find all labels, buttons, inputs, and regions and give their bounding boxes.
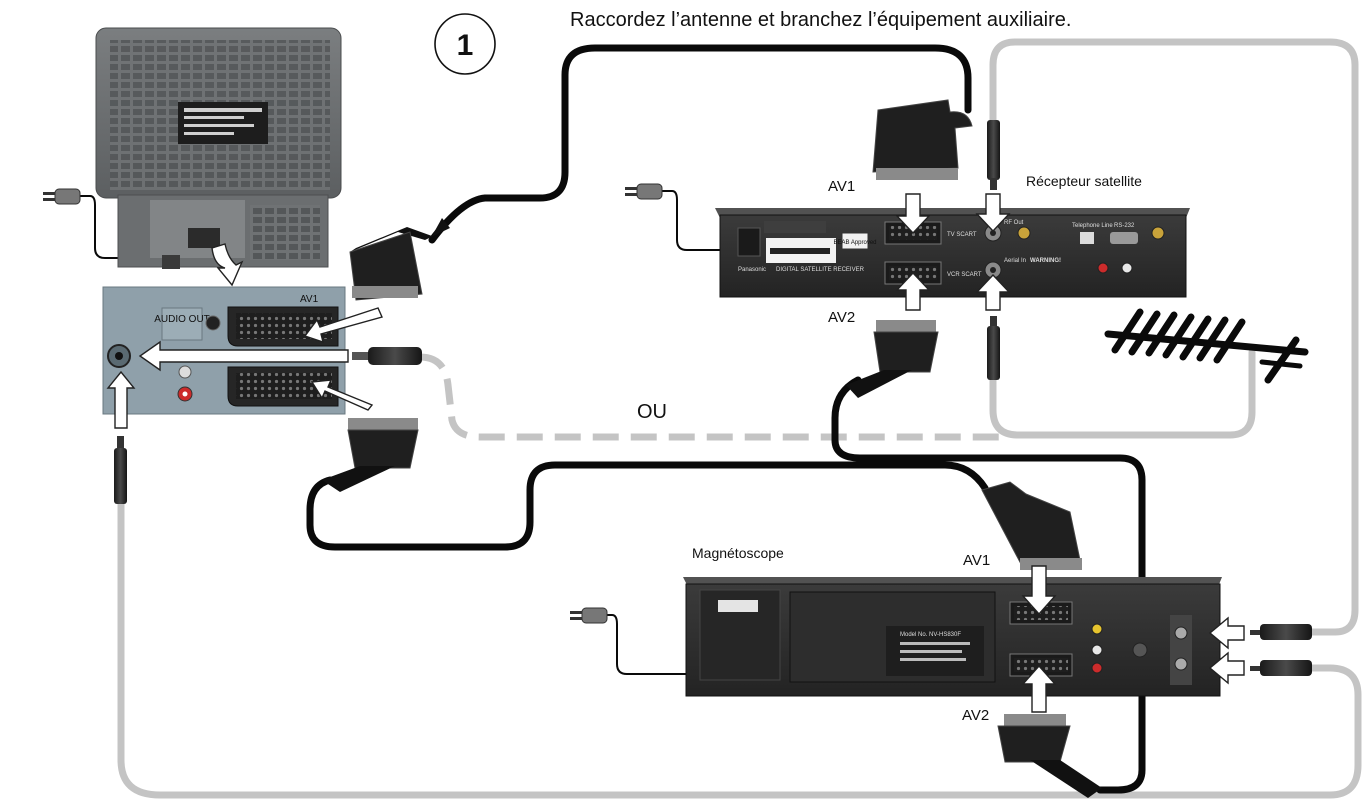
arrow-into-vcr-av2-icon <box>1021 664 1057 713</box>
tv-av1-panel-label: AV1 <box>300 294 319 305</box>
scart-plug-receiver-av2 <box>846 320 939 398</box>
receiver-aerial-in-text: Aerial In <box>1004 258 1026 264</box>
arrow-into-tv-aerial-icon <box>138 340 349 372</box>
receiver-rs232-text: RS-232 <box>1114 223 1135 229</box>
arrow-into-receiver-aerial-in-icon <box>975 273 1011 311</box>
receiver-rf-plug-bottom-icon <box>987 316 1000 380</box>
receiver-power-plug-icon <box>625 183 663 200</box>
vcr-label: Magnétoscope <box>692 545 784 561</box>
grey-cable-receiver-to-antenna <box>989 348 1256 439</box>
arrow-into-receiver-rf-out-icon <box>975 193 1011 233</box>
cables <box>78 38 1362 799</box>
vcr-power-plug-icon <box>570 607 608 624</box>
arrow-into-vcr-aerial-in-icon <box>1208 651 1245 685</box>
receiver-telephone-text: Telephone Line <box>1072 223 1113 229</box>
arrow-into-tv-av2-icon <box>310 379 374 411</box>
grey-cable-tv-to-vcr <box>117 496 1362 799</box>
receiver-power-lead <box>660 190 740 251</box>
vcr-rf-plug-bottom-icon <box>1250 660 1312 676</box>
receiver-av1-label: AV1 <box>828 178 855 195</box>
tv-power-lead <box>78 195 165 259</box>
receiver-model-text: DIGITAL SATELLITE RECEIVER <box>776 267 865 273</box>
arrow-into-vcr-rf-out-icon <box>1208 616 1245 650</box>
receiver-rf-out-text: RF Out <box>1004 220 1024 226</box>
satellite-receiver: BEAB Approved Panasonic DIGITAL SATELLIT… <box>715 208 1190 298</box>
instruction-text: Raccordez l’antenne et branchez l’équipe… <box>570 9 1071 31</box>
step-badge: 1 <box>434 13 496 75</box>
scart-plug-tv-av1 <box>349 218 450 301</box>
receiver-vcr-scart-text: VCR SCART <box>947 272 982 278</box>
arrow-into-receiver-vcr-scart-icon <box>895 271 931 311</box>
scart-plug-vcr-av2 <box>997 714 1102 798</box>
receiver-brand-text: Panasonic <box>738 267 766 273</box>
vcr: Model No. NV-HS830F <box>683 577 1222 697</box>
arrow-into-receiver-tv-scart-icon <box>895 193 931 235</box>
tv-aerial-plug-icon <box>114 436 127 504</box>
receiver-warning-text: WARNING! <box>1030 258 1061 264</box>
black-cable-receiver-to-vcr <box>831 376 1146 794</box>
scart-plug-vcr-av1 <box>981 481 1082 570</box>
beab-label: BEAB Approved <box>833 240 876 246</box>
or-label: OU <box>637 401 667 423</box>
receiver-rf-plug-top-icon <box>987 120 1000 190</box>
tv-rear <box>95 27 342 269</box>
scart-plugs <box>322 99 1102 798</box>
antenna-icon <box>1104 308 1309 384</box>
arrow-into-tv-av1-icon <box>303 307 383 344</box>
vcr-power-lead <box>605 614 700 675</box>
audio-out-label: AUDIO OUT <box>154 314 210 325</box>
scart-plug-tv-av2 <box>322 418 419 492</box>
vcr-av2-label: AV2 <box>962 707 989 724</box>
vcr-av1-label: AV1 <box>963 552 990 569</box>
vcr-model-text: Model No. NV-HS830F <box>900 632 961 638</box>
receiver-tv-scart-text: TV SCART <box>947 232 977 238</box>
tv-power-plug-icon <box>43 188 81 205</box>
zoom-arrow-icon <box>211 243 244 287</box>
audio-out-jack <box>205 315 221 331</box>
horizontal-aerial-plug-icon <box>352 347 422 365</box>
black-cable-tv-to-vcr <box>306 461 989 551</box>
vcr-rf-plug-top-icon <box>1250 624 1312 640</box>
scart-plug-receiver-av1 <box>872 99 973 180</box>
arrow-into-vcr-av1-icon <box>1021 565 1057 616</box>
arrow-up-into-tv-aerial-icon <box>106 370 136 429</box>
step-number: 1 <box>457 29 474 62</box>
satellite-receiver-label: Récepteur satellite <box>1026 173 1142 189</box>
grey-dashed-cable-alternative <box>419 353 1000 441</box>
black-cable-tv-to-receiver <box>428 44 972 244</box>
grey-cable-vcr-to-receiver <box>989 38 1359 636</box>
receiver-av2-label: AV2 <box>828 309 855 326</box>
